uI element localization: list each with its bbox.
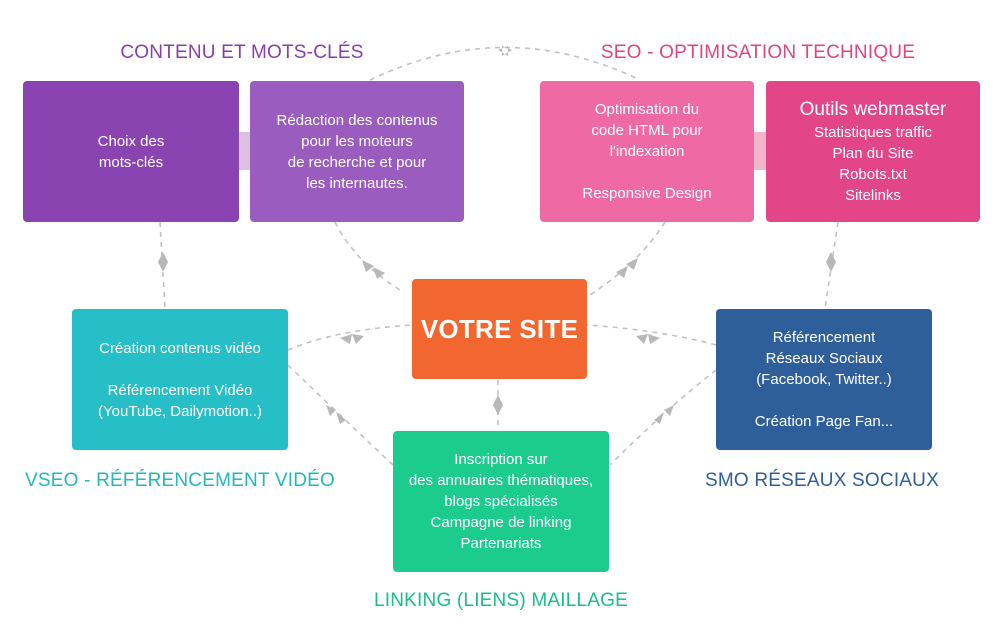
arrow-redaction-center <box>334 221 401 291</box>
group-title-linking: LINKING (LIENS) MAILLAGE <box>374 590 628 611</box>
box-line: mots-clés <box>98 153 164 171</box>
connector-seo <box>753 132 767 170</box>
connector-contenu <box>238 132 252 170</box>
arrowhead-optimisation-center <box>616 258 638 278</box>
arrowhead-video-linking <box>326 405 346 424</box>
box-line: Sitelinks <box>845 186 901 204</box>
box-social: Référencement Réseaux Sociaux (Facebook,… <box>716 309 932 450</box>
box-redaction-contenus: Rédaction des contenus pour les moteurs … <box>250 81 464 222</box>
group-title-seo: SEO - OPTIMISATION TECHNIQUE <box>600 42 916 63</box>
group-title-contenu: CONTENU ET MOTS-CLÉS <box>120 42 364 63</box>
box-optimisation-code: Optimisation du code HTML pour l'indexat… <box>540 81 754 222</box>
box-line: Partenariats <box>460 535 542 552</box>
box-line <box>582 162 711 183</box>
box-line: (YouTube, Dailymotion..) <box>98 402 262 420</box>
box-line: de recherche et pour <box>287 153 427 171</box>
center-votre-site: VOTRE SITE <box>412 279 587 379</box>
box-linking: Inscription sur des annuaires thématique… <box>393 431 609 572</box>
arrowhead-redaction-center <box>362 260 385 279</box>
box-line: Réseaux Sociaux <box>765 350 883 367</box>
arrowhead-outils-social <box>826 252 836 272</box>
group-title-smo: SMO RÉSEAUX SOCIAUX <box>705 470 939 491</box>
box-line: l'indexation <box>609 143 685 160</box>
group-title-vseo: VSEO - RÉFÉRENCEMENT VIDÉO <box>25 470 335 491</box>
box-line: Responsive Design <box>582 185 712 202</box>
box-line: Plan du Site <box>832 144 914 162</box>
arrow-optimisation-center <box>589 221 666 296</box>
box-line: les internautes. <box>306 174 408 192</box>
box-line: Rédaction des contenus <box>276 111 438 129</box>
box-line: Inscription sur <box>454 451 548 468</box>
arrowhead-top-arc <box>498 46 512 56</box>
box-title: Outils webmaster <box>799 98 947 120</box>
arrow-social-linking <box>609 369 717 466</box>
box-line: Campagne de linking <box>430 514 572 531</box>
arrowhead-social-center <box>636 334 660 344</box>
box-line <box>98 359 262 380</box>
arrowhead-motscles-video <box>158 252 168 272</box>
box-outils-webmaster: Outils webmaster Statistiques traffic Pl… <box>766 81 980 222</box>
box-line: Référencement Vidéo <box>107 381 253 399</box>
box-line: Création contenus vidéo <box>99 339 261 357</box>
box-line: code HTML pour <box>591 122 703 139</box>
arrow-video-center <box>287 324 413 351</box>
arrowhead-center-linking <box>493 395 503 415</box>
box-line: Robots.txt <box>839 165 907 183</box>
arrow-top-arc <box>369 46 641 81</box>
box-line: Choix des <box>97 132 165 150</box>
box-line <box>755 390 893 411</box>
arrow-video-linking <box>287 364 394 466</box>
box-line: pour les moteurs <box>301 132 413 150</box>
box-choix-mots-cles: Choix des mots-clés <box>23 81 239 222</box>
arrowhead-video-center <box>340 334 364 344</box>
arrowhead-social-linking <box>654 405 674 424</box>
box-line: Référencement <box>772 329 876 346</box>
box-line: (Facebook, Twitter..) <box>756 371 892 388</box>
box-line: Création Page Fan... <box>754 413 894 430</box>
box-line: blogs spécialisés <box>444 493 558 510</box>
box-line: des annuaires thématiques, <box>408 472 594 489</box>
box-video: Création contenus vidéo Référencement Vi… <box>72 309 288 450</box>
box-line: Statistiques traffic <box>813 123 933 141</box>
arrow-social-center <box>586 324 717 346</box>
box-line: Optimisation du <box>594 101 700 118</box>
